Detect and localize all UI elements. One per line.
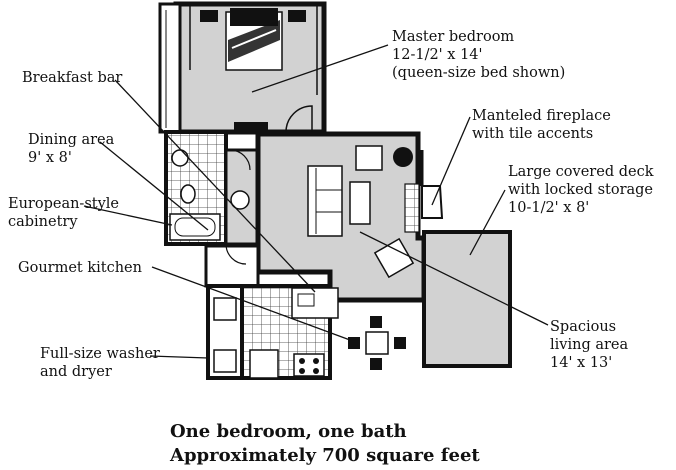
laundry-room bbox=[206, 284, 244, 380]
armchair-icon bbox=[355, 145, 383, 171]
door-swing bbox=[225, 243, 247, 265]
door-swing bbox=[285, 105, 313, 133]
water-heater-icon bbox=[230, 190, 250, 210]
nightstand-icon bbox=[288, 10, 306, 22]
queen-bed-icon bbox=[225, 8, 283, 71]
living-area-room bbox=[255, 131, 444, 303]
dresser-icon bbox=[234, 122, 268, 132]
sofa-icon bbox=[307, 165, 343, 237]
dining-table-icon bbox=[348, 316, 406, 370]
coffee-table-icon bbox=[349, 181, 371, 225]
breakfast-bar-icon bbox=[291, 287, 339, 319]
washer-icon bbox=[213, 349, 237, 373]
sink-icon bbox=[297, 293, 315, 307]
door-swing bbox=[229, 149, 251, 171]
sink-icon bbox=[171, 149, 189, 167]
leader-lines bbox=[83, 44, 549, 359]
entry-closet bbox=[204, 244, 260, 288]
master-bedroom-room bbox=[158, 1, 327, 135]
plant-icon bbox=[393, 147, 413, 167]
stove-icon bbox=[293, 353, 325, 377]
deck-room bbox=[422, 230, 512, 368]
fireplace-tile-icon bbox=[404, 183, 420, 233]
dryer-icon bbox=[213, 297, 237, 321]
nightstand-icon bbox=[200, 10, 218, 22]
label-breakfast-bar: Breakfast bar bbox=[22, 70, 123, 86]
label-kitchen: Gourmet kitchen bbox=[18, 260, 142, 276]
refrigerator-icon bbox=[249, 349, 279, 379]
toilet-icon bbox=[180, 184, 196, 204]
kitchen-room bbox=[238, 284, 339, 380]
fireplace-icon bbox=[421, 185, 444, 219]
